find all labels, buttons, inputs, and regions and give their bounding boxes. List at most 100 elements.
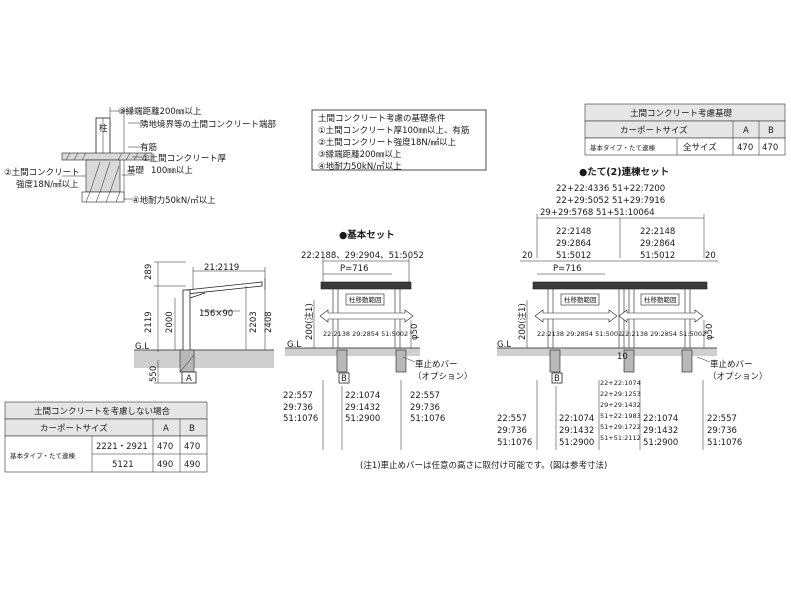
tandem-right-dim: 29:736	[707, 426, 737, 436]
tandem-sign: 杜移動範囲	[564, 295, 597, 304]
tandem-total-dim: 22+29:5052 51+29:7916	[556, 196, 665, 206]
tandem-mid-dim: 29:1432	[643, 426, 678, 436]
row-a-value: 470	[157, 442, 173, 452]
tandem-overhang-right: 20	[705, 251, 716, 261]
col-b-header: B	[768, 126, 774, 136]
basic-sign: 杜移動範囲	[349, 295, 382, 304]
basic-label-b: B	[341, 374, 347, 384]
rebar-label: 有筋	[140, 142, 157, 153]
side-h2203: 2203	[249, 311, 259, 333]
basic-pitch: P=716	[340, 264, 368, 274]
tandem-left-dim: 51:1076	[497, 438, 532, 448]
tandem-center-dim: 51+51:2112	[600, 434, 641, 442]
tandem-label-b: B	[554, 374, 560, 384]
basic-left-dim: 51:1076	[283, 414, 318, 424]
tandem-sign: 杜移動範囲	[644, 295, 677, 304]
tandem-bar-option: （オプション）	[708, 371, 768, 382]
table-slab-considered: 土間コンクリート考慮基礎 カーポートサイズ A B 基本タイプ・たて連棟 全サイ…	[584, 103, 786, 156]
tandem-pitch: P=716	[553, 264, 581, 274]
condition-item: ①土間コンクリート厚100㎜以上、有筋	[318, 125, 469, 136]
slab-thickness-label: ①土間コンクリート厚	[142, 153, 227, 164]
side-beam-size: 156×90	[199, 309, 233, 319]
tandem-phi: φ50	[705, 324, 715, 340]
tandem-right-dim: 51:1076	[707, 438, 742, 448]
strength-label: ②土間コンクリート	[4, 167, 80, 178]
bearing-label: ④地耐力50kN/㎡以上	[132, 195, 216, 206]
tandem-right-dim: 22:557	[707, 414, 737, 424]
basic-h200: 200(注1)	[304, 303, 315, 340]
row-a-value: 490	[157, 460, 173, 470]
col-size-header: カーポートサイズ	[40, 423, 108, 434]
tandem-total-dim: 22+22:4336 51+22:7200	[556, 184, 665, 194]
section-detail: ③縁端距離200㎜以上 柱 隣地境界等の土間コンクリート端部 有筋 ①土間コンク…	[4, 106, 277, 206]
side-h289: 289	[144, 264, 154, 280]
side-label-a: A	[186, 374, 192, 384]
tandem-bay1-dim: 51:5012	[556, 251, 591, 261]
tandem-set-title: ●たて(2)連棟セット	[579, 166, 669, 178]
side-h2119: 2119	[144, 311, 154, 333]
tandem-center-dim: 22+22:1074	[600, 379, 641, 387]
tandem-center-dim: 51+22:1983	[600, 412, 641, 420]
basic-right-dim: 22:557	[410, 391, 440, 401]
conditions-title: 土間コンクリート考慮の基礎条件	[318, 113, 446, 124]
row-size: 2221・2921	[96, 442, 148, 452]
edge-distance-label: ③縁端距離200㎜以上	[118, 106, 202, 117]
basic-phi: φ50	[410, 324, 420, 340]
tandem-ten: 10	[617, 352, 628, 362]
table-title: 土間コンクリート考慮基礎	[630, 108, 733, 119]
basic-left-dim: 22:557	[283, 391, 313, 401]
table-title: 土間コンクリートを考慮しない場合	[34, 406, 171, 417]
tandem-inner-dims: 22:2138 29:2854 51:5002	[621, 330, 706, 338]
tandem-mid-dim: 22:1074	[643, 414, 678, 424]
tandem-bay1-dim: 29:2864	[556, 239, 591, 249]
basic-inner-dims: 22:2138 29:2854 51:5002	[323, 330, 408, 338]
row-b-value: 490	[184, 460, 200, 470]
tandem-bay1-dim: 22:2148	[556, 227, 591, 237]
basic-left-dim: 29:736	[283, 403, 313, 413]
side-h550: 550	[149, 366, 159, 382]
basic-right-dim: 29:736	[410, 403, 440, 413]
basic-set-view: ●基本セット 22:2188、29:2904、51:5052 P=716 杜移動…	[283, 229, 473, 450]
basic-right-dim: 51:1076	[410, 414, 445, 424]
tandem-mid-dim: 29:1432	[559, 426, 594, 436]
basic-bar-option: （オプション）	[413, 371, 473, 382]
side-top-dimension: 21:2119	[204, 263, 239, 273]
tandem-gl: G.L	[497, 340, 511, 350]
side-view: 21:2119 289 2119 2000 2203 2408 156×90 G…	[134, 261, 274, 384]
basic-mid-dim: 51:2900	[345, 414, 380, 424]
side-h2000: 2000	[165, 311, 175, 333]
row-type: 基本タイプ・たて連棟	[590, 143, 656, 152]
col-b-header: B	[189, 424, 195, 434]
tandem-bay2-dim: 51:5012	[640, 251, 675, 261]
row-size: 5121	[112, 460, 134, 470]
side-gl: G.L	[135, 342, 149, 352]
tandem-center-dim: 22+29:1253	[600, 390, 641, 398]
table-slab-not-considered: 土間コンクリートを考慮しない場合 カーポートサイズ A B 基本タイプ・たて連棟…	[4, 401, 208, 473]
tandem-mid-dim: 22:1074	[559, 414, 594, 424]
row-type: 基本タイプ・たて連棟	[10, 451, 76, 460]
tandem-inner-dims: 22:2138 29:2854 51:5002	[537, 330, 622, 338]
tandem-center-dim: 51+29:1722	[600, 423, 641, 431]
col-a-header: A	[743, 126, 749, 136]
tandem-mid-dim: 51:2900	[643, 438, 678, 448]
foundation-label: 基礎	[127, 165, 145, 176]
row-b-value: 470	[184, 442, 200, 452]
tandem-left-dim: 22:557	[497, 414, 527, 424]
basic-mid-dim: 29:1432	[345, 403, 380, 413]
condition-item: ④地耐力50kN/㎡以上	[318, 161, 402, 172]
row-size: 全サイズ	[683, 142, 717, 153]
row-a-value: 470	[737, 143, 753, 153]
basic-set-depth: 22:2188、29:2904、51:5052	[301, 251, 424, 261]
basic-mid-dim: 22:1074	[345, 391, 380, 401]
side-h2408: 2408	[264, 311, 274, 333]
strength-value: 強度18N/㎟以上	[16, 179, 79, 190]
tandem-bay2-dim: 29:2864	[640, 239, 675, 249]
tandem-left-dim: 29:736	[497, 426, 527, 436]
tandem-set-view: ●たて(2)連棟セット 22+22:4336 51+22:7200 22+29:…	[497, 166, 768, 450]
tandem-bay2-dim: 22:2148	[640, 227, 675, 237]
basic-gl: G.L	[287, 340, 301, 350]
col-size-header: カーポートサイズ	[620, 125, 688, 136]
condition-item: ②土間コンクリート強度18N/㎟以上	[318, 137, 457, 148]
tandem-h200: 200(注1)	[517, 303, 528, 340]
